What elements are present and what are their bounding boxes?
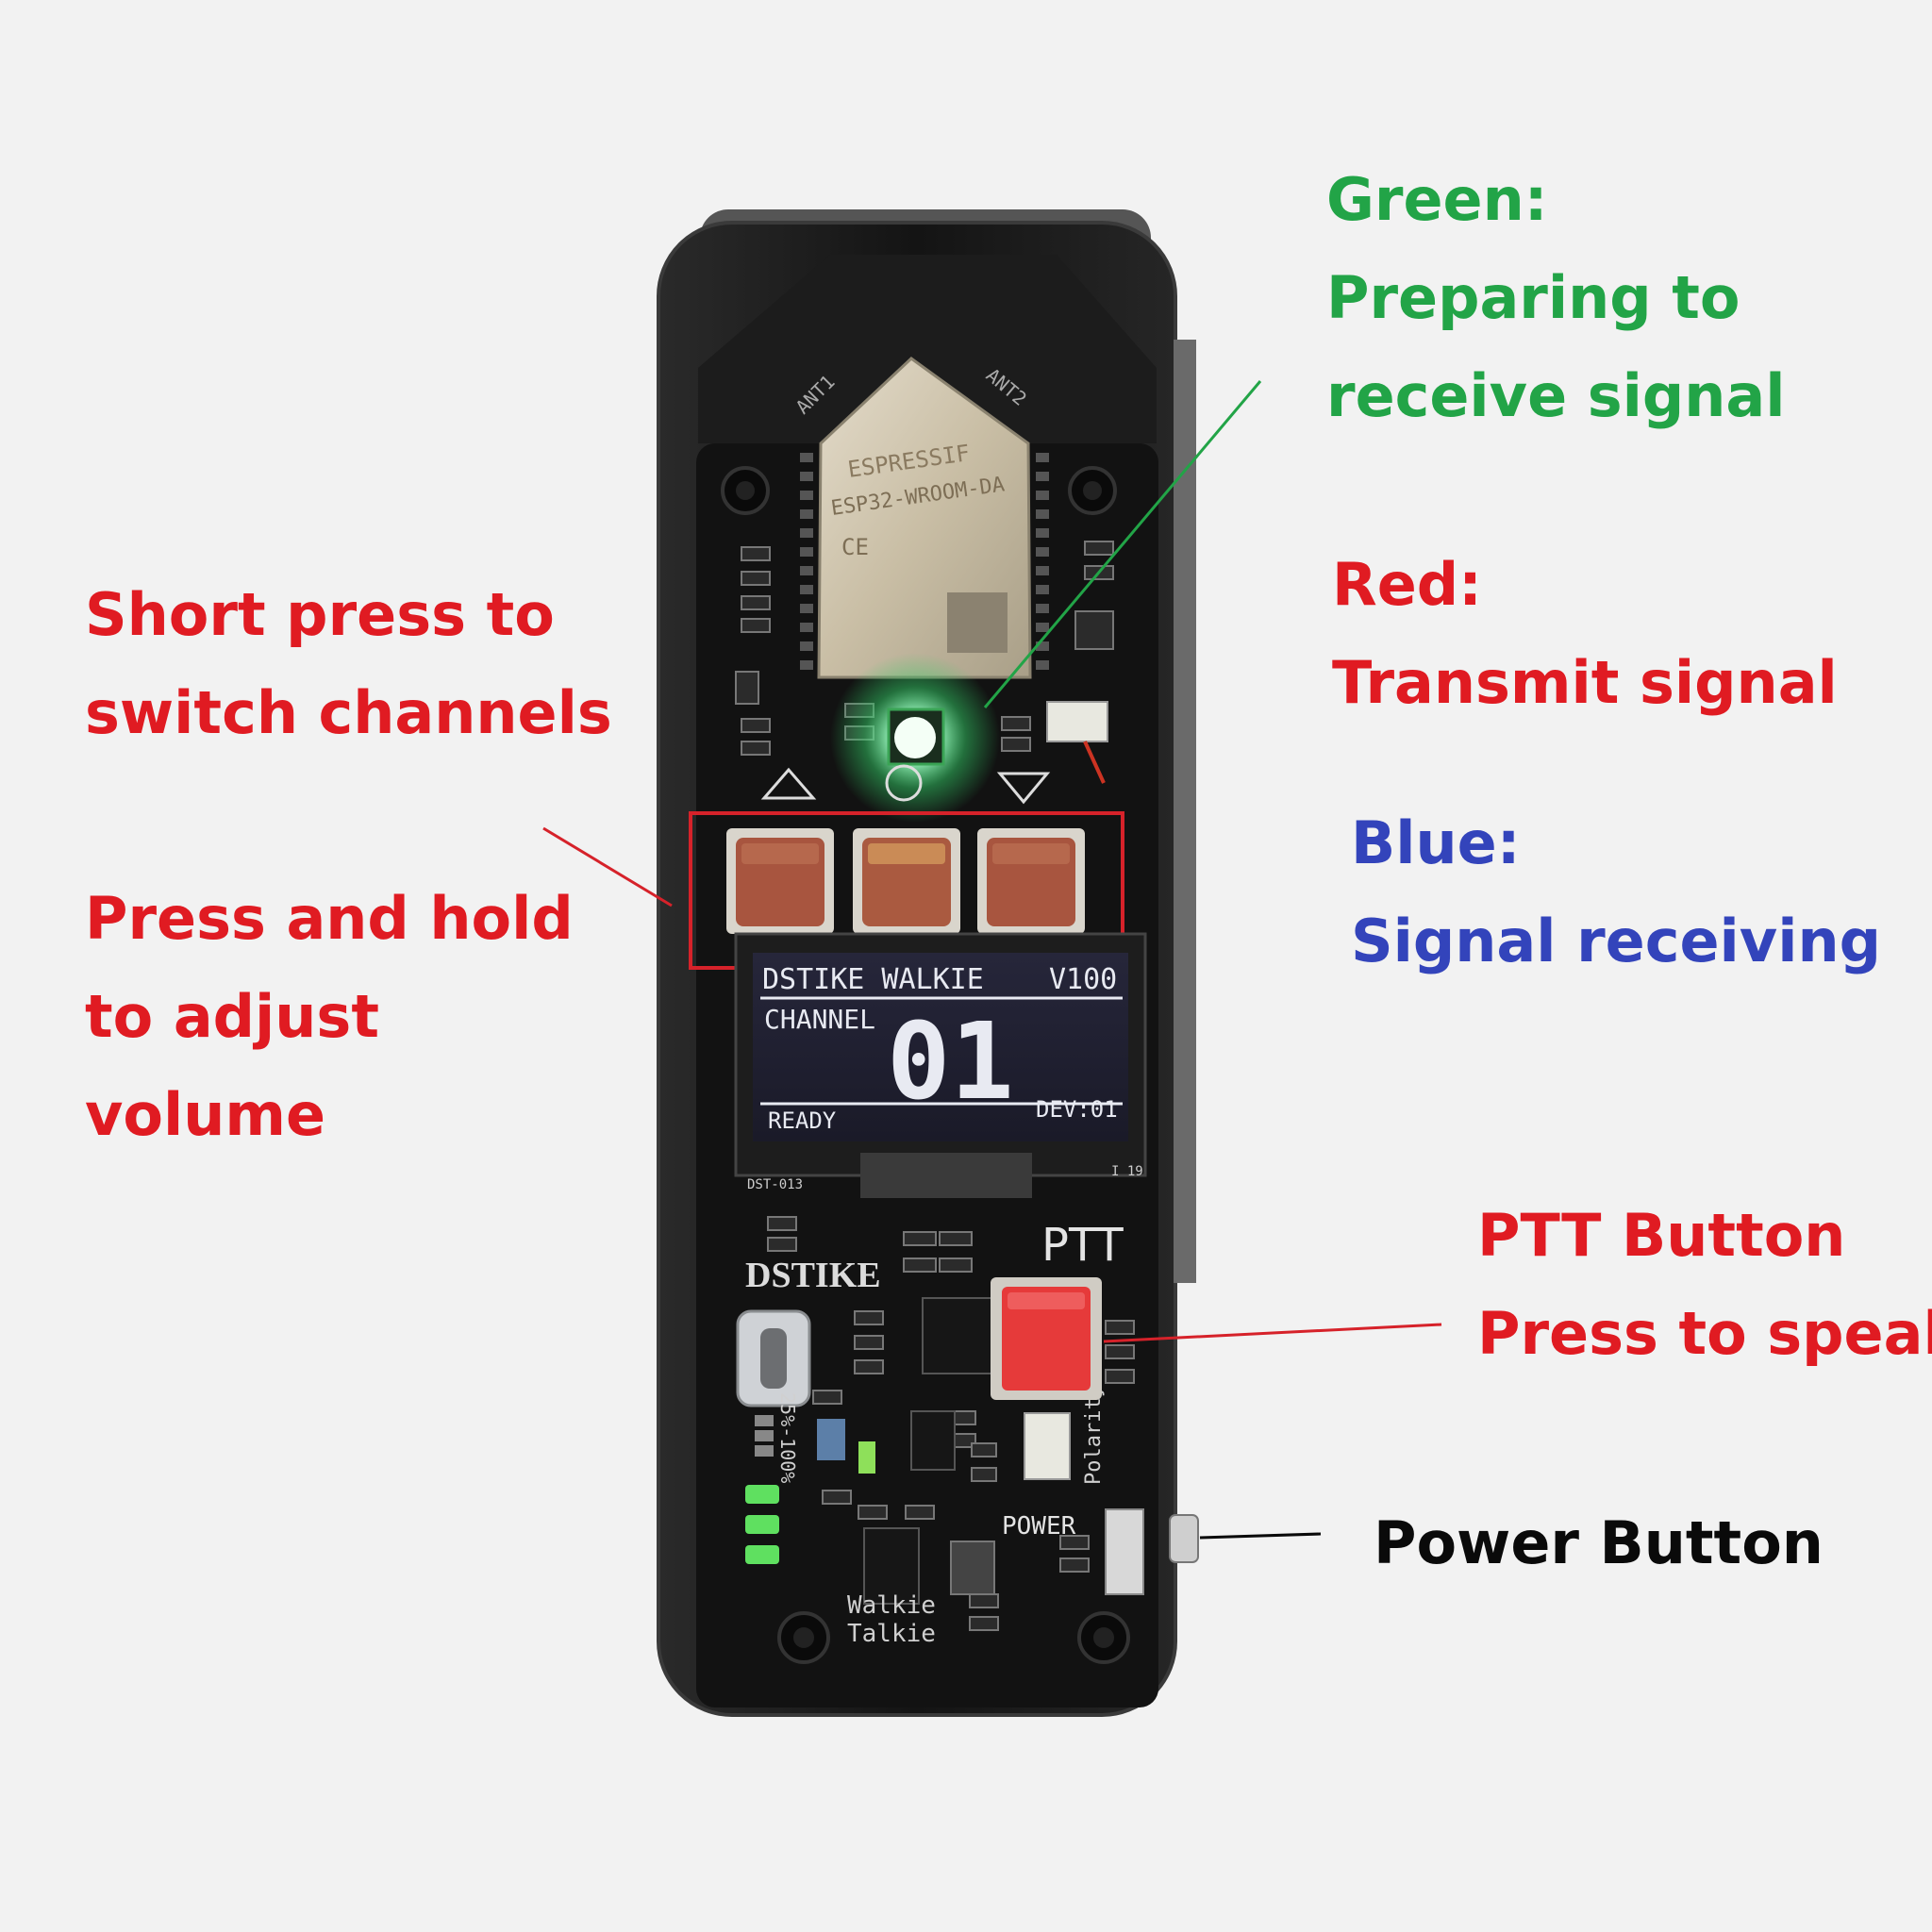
red-led-annotation: Red: Transmit signal — [1332, 536, 1838, 732]
status-led-light — [894, 717, 936, 758]
short-press-line1: Short press to — [85, 580, 555, 649]
antenna-zone — [698, 255, 1157, 443]
green-led-title: Green: — [1326, 165, 1548, 234]
screw-bottom-right — [1077, 1611, 1130, 1664]
board-rev: I 19 — [1111, 1164, 1143, 1179]
channel-button-select[interactable] — [853, 828, 960, 934]
oled-screen — [753, 953, 1128, 1141]
screw-top-right — [1068, 466, 1117, 515]
walkie-silkscreen: Walkie — [847, 1591, 936, 1620]
power-annotation: Power Button — [1374, 1494, 1824, 1592]
power-indicator-led — [858, 1441, 875, 1474]
oled-header-left: DSTIKE WALKIE — [762, 963, 984, 996]
channel-button-up[interactable] — [726, 828, 834, 934]
battery-wire — [1083, 741, 1106, 784]
ic-chip-charger — [910, 1410, 956, 1471]
buttons-callout-line — [542, 826, 673, 908]
ptt-line2: Press to speak — [1477, 1299, 1932, 1368]
press-hold-line3: volume — [85, 1080, 326, 1149]
ptt-line1: PTT Button — [1477, 1201, 1846, 1270]
module-ce-mark: CE — [841, 534, 869, 560]
smd-components-bottom — [767, 1216, 1135, 1631]
brand-silkscreen: DSTIKE — [745, 1256, 881, 1295]
oled-dev-id: DEV:01 — [1036, 1096, 1118, 1123]
blue-led-annotation: Blue: Signal receiving — [1351, 794, 1881, 991]
blue-led-title: Blue: — [1351, 808, 1521, 877]
circle-select-icon — [885, 764, 923, 802]
channel-button-down[interactable] — [977, 828, 1085, 934]
power-silkscreen: POWER — [1002, 1512, 1076, 1541]
screw-bottom-left — [777, 1611, 830, 1664]
ptt-button[interactable] — [991, 1277, 1102, 1400]
ptt-silkscreen: PTT — [1041, 1219, 1124, 1272]
speaker-connector — [1024, 1412, 1071, 1480]
power-callout-line — [1199, 1532, 1322, 1540]
green-led-annotation: Green: Preparing to receive signal — [1326, 151, 1786, 445]
ic-chip-amp — [863, 1527, 920, 1605]
green-led-line2: receive signal — [1326, 361, 1786, 430]
talkie-silkscreen: Talkie — [847, 1620, 936, 1648]
down-arrow-icon — [996, 772, 1051, 805]
press-hold-annotation: Press and hold to adjust volume — [85, 870, 574, 1164]
inductor — [950, 1541, 995, 1595]
power-switch-body — [1105, 1508, 1144, 1595]
usb-c-slot — [760, 1328, 787, 1389]
blue-led-line1: Signal receiving — [1351, 907, 1881, 975]
red-led-line1: Transmit signal — [1332, 648, 1838, 717]
short-press-annotation: Short press to switch channels — [85, 566, 612, 762]
battery-connector — [1046, 701, 1108, 742]
short-press-line2: switch channels — [85, 678, 612, 747]
polarity-silkscreen: Polarity — [1082, 1385, 1106, 1485]
resistor-blue — [817, 1419, 845, 1460]
ptt-callout-line — [1103, 1323, 1442, 1343]
power-line1: Power Button — [1374, 1508, 1824, 1577]
press-hold-line2: to adjust — [85, 982, 379, 1051]
green-led-line1: Preparing to — [1326, 263, 1740, 332]
oled-header-right: V100 — [1049, 963, 1117, 996]
ic-chip-main — [922, 1297, 999, 1374]
press-hold-line1: Press and hold — [85, 884, 574, 953]
ptt-annotation: PTT Button Press to speak — [1477, 1187, 1932, 1383]
board-id: DST-013 — [747, 1177, 803, 1192]
red-led-title: Red: — [1332, 550, 1482, 619]
up-arrow-icon — [760, 767, 817, 800]
screw-top-left — [721, 466, 770, 515]
module-qr-code — [947, 592, 1008, 653]
oled-channel-label: CHANNEL — [764, 1004, 875, 1035]
battery-indicator-leds — [745, 1415, 779, 1564]
side-rail — [1174, 340, 1196, 1283]
oled-status: READY — [768, 1108, 837, 1134]
battery-scale-silkscreen: 25%-100% — [776, 1392, 799, 1483]
power-switch[interactable] — [1169, 1514, 1199, 1563]
green-callout-line — [983, 380, 1262, 708]
module-pins — [800, 453, 1049, 670]
oled-flex-cable — [860, 1153, 1032, 1198]
